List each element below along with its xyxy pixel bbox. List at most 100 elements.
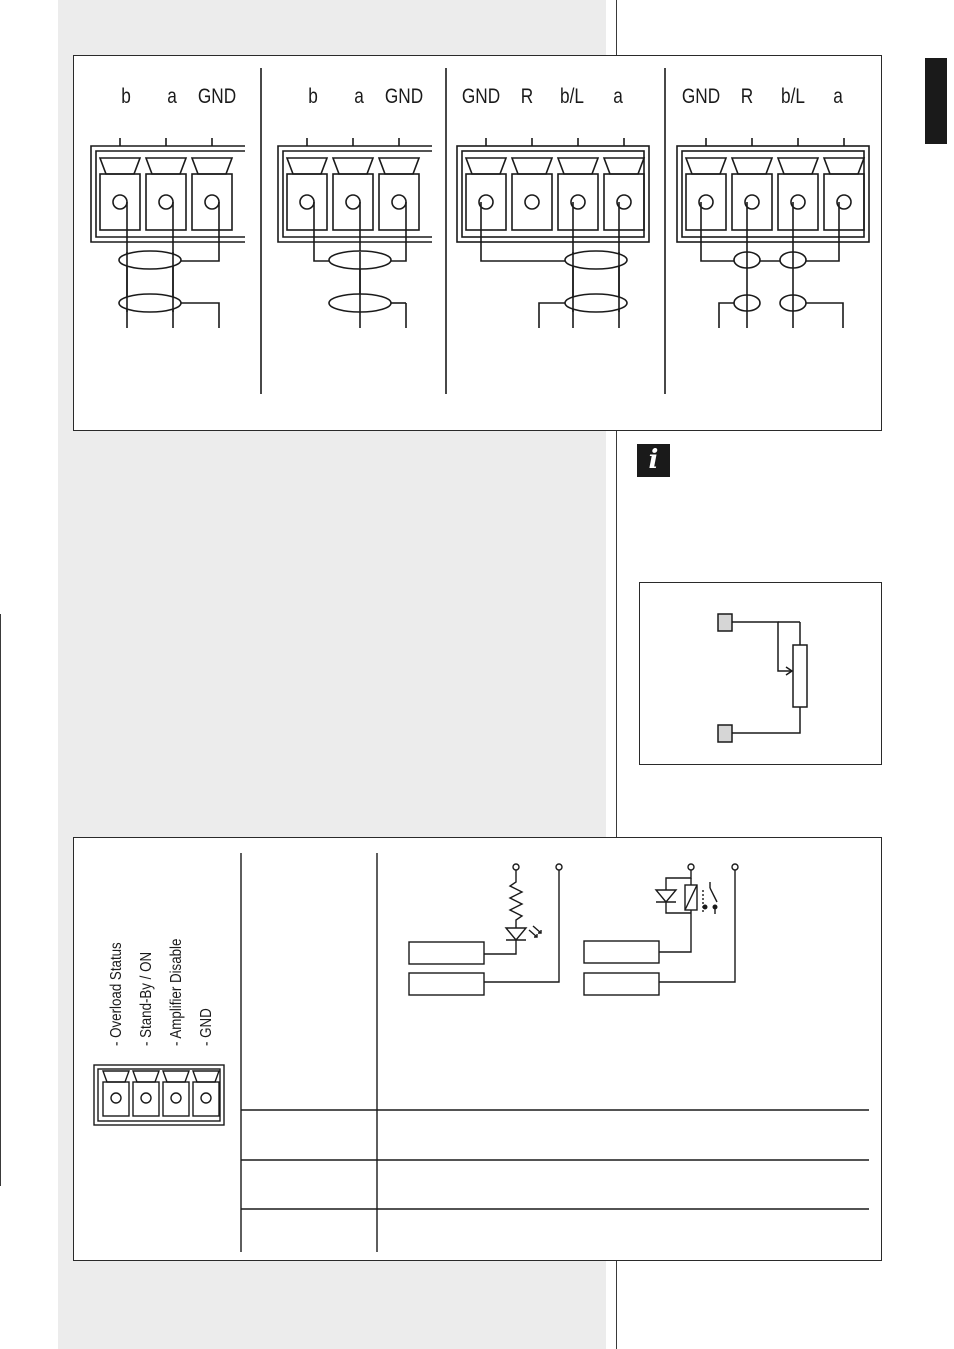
pin-label-b-l: b/L xyxy=(560,85,584,108)
terminal-latch xyxy=(684,157,728,175)
terminal-cell xyxy=(286,173,328,231)
terminal-screw xyxy=(836,194,852,210)
terminal-top xyxy=(717,613,733,632)
io-terminal-latch xyxy=(132,1070,160,1083)
pin-label-r: R xyxy=(520,85,534,108)
relay-block-top xyxy=(583,940,660,964)
potentiometer-panel xyxy=(639,582,882,765)
wire xyxy=(538,302,565,328)
terminal-latch xyxy=(377,157,421,175)
connector-housing xyxy=(277,145,432,243)
io-terminal-latch xyxy=(192,1070,220,1083)
chapter-tab xyxy=(925,58,947,144)
connector-housing xyxy=(90,145,245,243)
terminal-cell xyxy=(145,173,187,231)
terminal-cell xyxy=(731,173,773,231)
terminal-cell xyxy=(99,173,141,231)
info-icon: i xyxy=(637,444,670,477)
terminal-node xyxy=(687,863,695,871)
relay-block-bottom xyxy=(583,972,660,996)
io-terminal-screw xyxy=(170,1092,182,1104)
led-wire xyxy=(484,940,517,955)
connector-housing xyxy=(456,145,650,243)
terminal-screw xyxy=(570,194,586,210)
terminal-node xyxy=(731,863,739,871)
terminal-latch xyxy=(510,157,554,175)
control-io-panel: - Overload Status - Stand-By / ON - Ampl… xyxy=(73,837,882,1261)
terminal-latch xyxy=(144,157,188,175)
terminal-cell xyxy=(777,173,819,231)
terminal-cell xyxy=(465,173,507,231)
wire xyxy=(793,302,844,328)
terminal-screw xyxy=(478,194,494,210)
pin-label-gnd: GND xyxy=(197,85,237,108)
terminal-screw xyxy=(299,194,315,210)
terminal-screw xyxy=(204,194,220,210)
twisted-pair-shield xyxy=(564,250,628,270)
wiper-wire xyxy=(732,621,792,672)
pin-label-b: b xyxy=(308,85,318,108)
terminal-screw xyxy=(616,194,632,210)
terminal-cell xyxy=(603,173,645,231)
pin-label-a: a xyxy=(354,85,364,108)
twisted-pair-shield xyxy=(564,293,628,313)
terminal-cell xyxy=(557,173,599,231)
terminal-screw xyxy=(112,194,128,210)
resistor-body xyxy=(792,644,808,708)
terminal-cell xyxy=(378,173,420,231)
terminal-screw xyxy=(345,194,361,210)
io-terminal-cell xyxy=(162,1081,190,1117)
terminal-latch xyxy=(776,157,820,175)
terminal-latch xyxy=(464,157,508,175)
terminal-latch xyxy=(730,157,774,175)
pin-label-b-l: b/L xyxy=(781,85,805,108)
pin-label-r: R xyxy=(740,85,754,108)
pin-label-gnd: GND xyxy=(681,85,721,108)
terminal-latch xyxy=(331,157,375,175)
io-terminal-latch xyxy=(102,1070,130,1083)
relay-wire xyxy=(659,910,692,953)
terminal-screw xyxy=(744,194,760,210)
terminal-cell xyxy=(823,173,865,231)
terminal-latch xyxy=(602,157,646,175)
wire xyxy=(700,202,840,262)
io-terminal-screw xyxy=(140,1092,152,1104)
left-margin-rule xyxy=(0,614,1,1186)
control-io-drawing xyxy=(93,853,869,1252)
io-connector-housing xyxy=(93,1064,225,1126)
terminal-latch xyxy=(556,157,600,175)
connector-wiring-drawing xyxy=(90,68,870,394)
terminal-latch xyxy=(190,157,234,175)
pin-label-a: a xyxy=(613,85,623,108)
relay-contact xyxy=(709,887,718,903)
wiper-arrow xyxy=(785,666,794,676)
connector-housing xyxy=(676,145,870,243)
terminal-cell xyxy=(511,173,553,231)
wire xyxy=(181,202,220,262)
pin-label-a: a xyxy=(167,85,177,108)
io-terminal-screw xyxy=(200,1092,212,1104)
led-diode xyxy=(504,927,528,942)
connector-wiring-panel: b a GND b a GND GND R b/L a GND R b/L a xyxy=(73,55,882,431)
terminal-latch xyxy=(822,157,866,175)
wire xyxy=(480,202,565,262)
terminal-node xyxy=(555,863,563,871)
opto-block-top xyxy=(408,941,485,965)
io-terminal-screw xyxy=(110,1092,122,1104)
pin-label-gnd: GND xyxy=(384,85,424,108)
terminal-screw xyxy=(158,194,174,210)
pin-label-gnd: GND xyxy=(461,85,501,108)
terminal-latch xyxy=(285,157,329,175)
return-wire xyxy=(659,870,736,983)
twisted-pair-shield xyxy=(118,250,182,270)
terminal-node xyxy=(512,863,520,871)
terminal-screw xyxy=(698,194,714,210)
terminal-cell xyxy=(685,173,727,231)
column-divider xyxy=(616,0,617,1349)
terminal-bottom xyxy=(717,724,733,743)
flyback-diode xyxy=(654,889,678,904)
resistor-zigzag xyxy=(508,870,524,928)
terminal-cell xyxy=(191,173,233,231)
wire xyxy=(181,302,220,328)
potentiometer-drawing xyxy=(717,613,808,743)
